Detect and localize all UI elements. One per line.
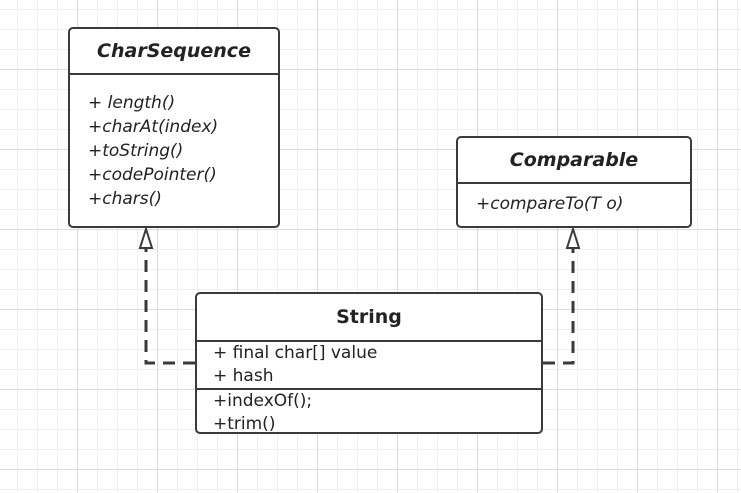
- method-row: +charAt(index): [88, 117, 219, 137]
- methods-section: +compareTo(T o): [458, 184, 690, 216]
- class-box-string[interactable]: String + final char[] value + hash +inde…: [195, 292, 543, 434]
- realization-arrowhead-charsequence: [138, 225, 154, 249]
- methods-section: +indexOf(); +trim(): [197, 388, 541, 434]
- class-box-comparable[interactable]: Comparable +compareTo(T o): [456, 136, 692, 228]
- method-row: +trim(): [213, 414, 276, 434]
- method-row: +chars(): [88, 189, 162, 209]
- method-row: +indexOf();: [213, 391, 313, 411]
- class-name: String: [197, 294, 541, 342]
- attributes-section: + final char[] value + hash: [197, 342, 541, 388]
- realization-connector-comparable: [543, 248, 575, 365]
- attribute-row: + hash: [213, 366, 274, 386]
- class-box-charsequence[interactable]: CharSequence + length() +charAt(index) +…: [68, 27, 280, 228]
- class-name: Comparable: [458, 138, 690, 184]
- class-name: CharSequence: [70, 29, 278, 75]
- attribute-row: + final char[] value: [213, 343, 378, 363]
- realization-arrowhead-comparable: [565, 225, 581, 249]
- methods-section: + length() +charAt(index) +toString() +c…: [70, 75, 278, 211]
- method-row: + length(): [88, 93, 176, 113]
- realization-connector-charsequence: [144, 248, 195, 365]
- method-row: +toString(): [88, 141, 184, 161]
- method-row: +compareTo(T o): [476, 194, 624, 214]
- method-row: +codePointer(): [88, 165, 217, 185]
